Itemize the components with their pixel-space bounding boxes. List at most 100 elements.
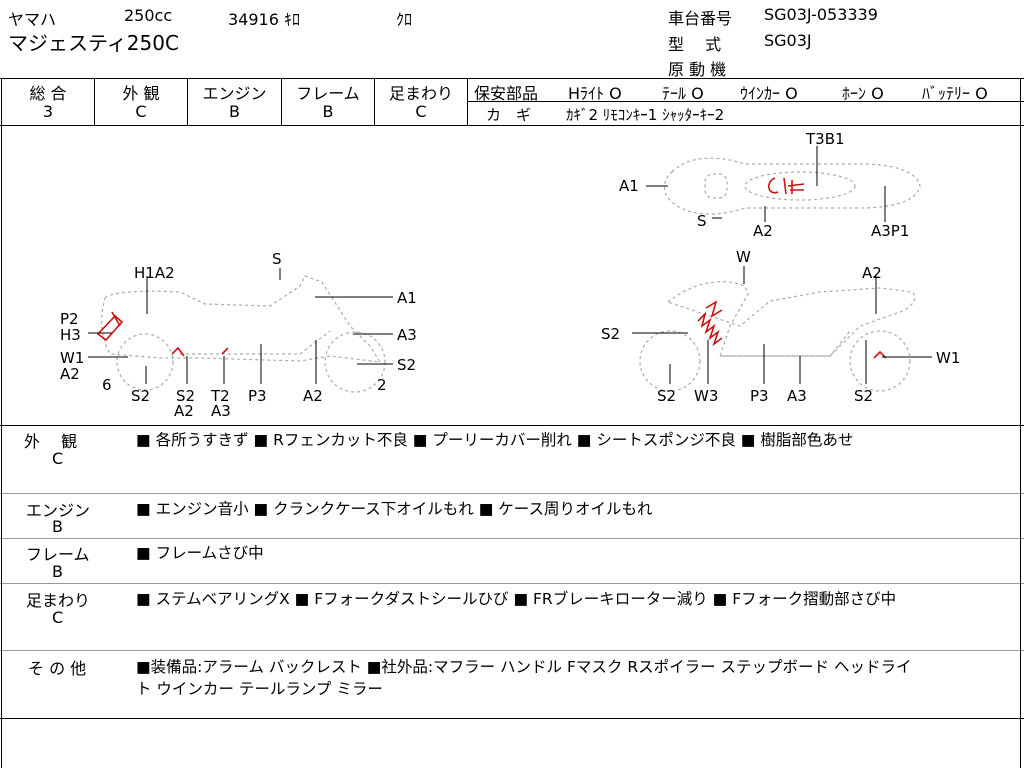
diagram-label: W3 <box>694 387 718 405</box>
notes-grade: C <box>52 608 64 627</box>
diagram-label: 2 <box>377 376 387 394</box>
scooter-left-body <box>101 275 382 363</box>
safety-item-name: ｳｲﾝｶｰ <box>740 84 781 103</box>
frame-no-label: 車台番号 <box>668 9 733 28</box>
grade-value: C <box>135 102 147 121</box>
scooter-right-body <box>666 281 916 357</box>
diagram-label: A3 <box>787 387 807 405</box>
diagram-label: A2 <box>862 264 882 282</box>
model-name: マジェスティ250C <box>8 31 179 55</box>
notes-text-continued: ト ウインカー テールランプ ミラー <box>136 680 383 698</box>
diagram-label: S2 <box>657 387 676 405</box>
safety-item-taillight: ﾃｰﾙ O <box>662 80 704 104</box>
diagram-label: S2 <box>176 387 195 405</box>
grade-value: B <box>229 102 240 121</box>
scooter-top-headlight <box>704 173 728 199</box>
divider <box>187 78 188 125</box>
red-damage-mark <box>171 346 185 357</box>
divider <box>1020 78 1021 768</box>
diagram-label: W1 <box>936 349 960 367</box>
divider <box>0 650 1024 651</box>
scooter-top-outline <box>663 157 921 215</box>
notes-category: そ の 他 <box>28 659 87 678</box>
safety-item-name: ﾃｰﾙ <box>662 84 687 103</box>
red-damage-mark <box>697 311 723 347</box>
red-damage-mark <box>96 314 124 342</box>
notes-text: ■ ステムベアリングX ■ Fフォークダストシールひび ■ FRブレーキローター… <box>136 590 897 608</box>
red-damage-mark <box>768 177 805 195</box>
safety-item-name: ﾎｰﾝ <box>842 84 867 103</box>
notes-text: ■ エンジン音小 ■ クランクケース下オイルもれ ■ ケース周りオイルもれ <box>136 500 653 518</box>
diagram-label: S2 <box>131 387 150 405</box>
scooter-right-floor <box>720 330 851 357</box>
safety-item-mark: O <box>785 84 798 103</box>
notes-text: ■装備品:アラーム バックレスト ■社外品:マフラー ハンドル Fマスク Rスポ… <box>136 658 912 676</box>
diagram-label: P3 <box>248 387 267 405</box>
notes-text: ■ 各所うすきず ■ Rフェンカット不良 ■ プーリーカバー削れ ■ シートスポ… <box>136 431 854 449</box>
diagram-label: S <box>697 212 707 230</box>
divider <box>1 78 2 768</box>
grade-label: 足まわり <box>388 84 453 103</box>
mileage: 34916 ｷﾛ <box>228 10 300 29</box>
diagram-label: S2 <box>601 325 620 343</box>
diagram-label: S2 <box>854 387 873 405</box>
red-damage-mark <box>873 350 887 359</box>
divider <box>0 538 1024 539</box>
notes-category: エンジン <box>26 501 91 520</box>
engine-label: 原 動 機 <box>668 60 727 79</box>
divider <box>467 78 468 125</box>
diagram-label: A2 <box>303 387 323 405</box>
diagram-label: S2 <box>397 356 416 374</box>
red-damage-mark <box>705 300 723 318</box>
diagram-label: A3 <box>211 402 231 420</box>
notes-category: 外 観 <box>24 432 78 451</box>
grade-label: エンジン <box>202 84 267 103</box>
safety-item-mark: O <box>691 84 704 103</box>
notes-category: 足まわり <box>26 591 91 610</box>
scooter-top-seat <box>744 171 856 201</box>
divider <box>0 718 1024 719</box>
diagram-label: H3 <box>60 326 81 344</box>
diagram-label: A1 <box>397 289 417 307</box>
maker: ヤマハ <box>8 10 57 29</box>
notes-category: フレーム <box>26 545 90 564</box>
diagram-label: T2 <box>210 387 230 405</box>
divider <box>374 78 375 125</box>
divider <box>94 78 95 125</box>
damage-diagram: T3B1 A1 S A2 A3P1 S H1A2 A1 P2 H3 A3 W1 … <box>60 130 960 420</box>
safety-item-name: Hﾗｲﾄ <box>568 84 605 103</box>
color: ｸﾛ <box>396 10 413 29</box>
diagram-label: A1 <box>619 177 639 195</box>
diagram-label: P3 <box>750 387 769 405</box>
safety-item-mark: O <box>609 84 622 103</box>
scooter-right-rear-wheel <box>849 330 911 392</box>
grade-value: B <box>322 102 334 121</box>
safety-item-name: ﾊﾞｯﾃﾘｰ <box>922 84 971 103</box>
grade-label: フレーム <box>296 84 360 103</box>
safety-item-battery: ﾊﾞｯﾃﾘｰ O <box>922 80 988 104</box>
safety-item-mark: O <box>871 84 884 103</box>
diagram-label: T3B1 <box>805 130 845 148</box>
safety-item-headlight: Hﾗｲﾄ O <box>568 80 622 104</box>
divider <box>281 78 282 125</box>
notes-grade: B <box>52 562 63 581</box>
diagram-label: A2 <box>174 402 194 420</box>
notes-text: ■ フレームさび中 <box>136 544 264 562</box>
diagram-label: W1 <box>60 349 84 367</box>
grade-label: 外 観 <box>122 84 160 103</box>
notes-grade: B <box>52 517 63 536</box>
diagram-label: A3 <box>397 326 417 344</box>
divider <box>468 101 1024 102</box>
scooter-left-rear-wheel <box>116 333 174 391</box>
safety-item-horn: ﾎｰﾝ O <box>842 80 884 104</box>
safety-label: 保安部品 <box>474 84 539 103</box>
scooter-left-front-wheel <box>324 331 386 393</box>
safety-item-mark: O <box>975 84 988 103</box>
divider <box>0 125 1024 126</box>
diagram-label: A2 <box>60 365 80 383</box>
safety-item-winker: ｳｲﾝｶｰ O <box>740 80 798 104</box>
grade-label: 総 合 <box>29 84 67 103</box>
diagram-label: H1A2 <box>134 264 175 282</box>
diagram-label: P2 <box>60 310 79 328</box>
grade-value: 3 <box>42 102 54 121</box>
